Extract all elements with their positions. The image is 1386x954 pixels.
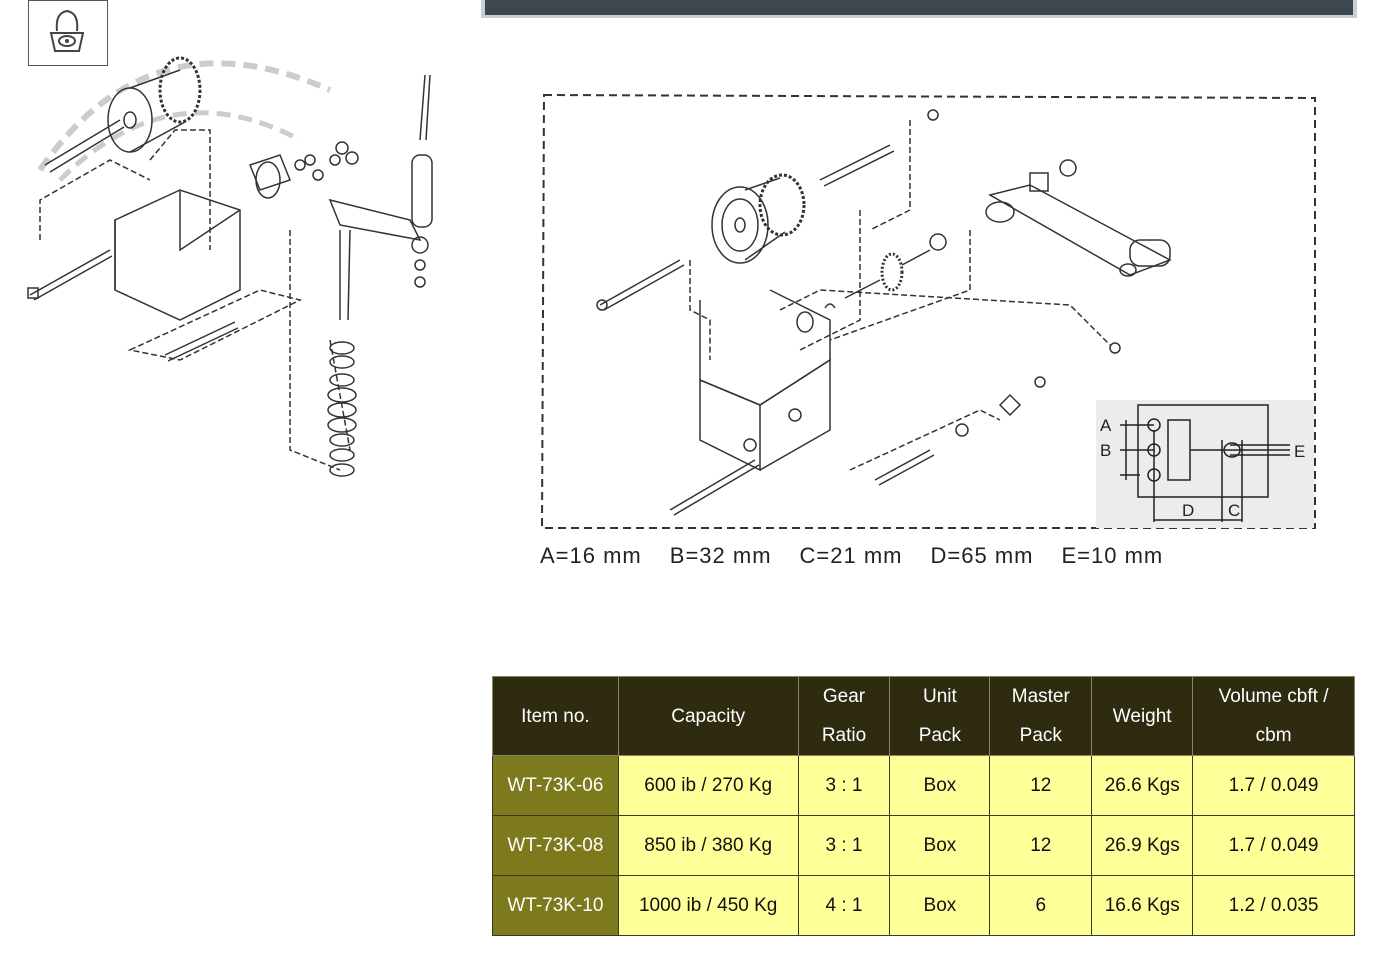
header-weight: Weight <box>1091 676 1194 756</box>
cell-master: 6 <box>989 875 1093 936</box>
cell-volume: 1.2 / 0.035 <box>1192 875 1355 936</box>
cell-weight: 26.9 Kgs <box>1091 815 1194 876</box>
dimension-legend: A=16 mm B=32 mm C=21 mm D=65 mm E=10 mm <box>540 543 1320 569</box>
exploded-winch-drawing-left <box>27 56 433 477</box>
dimension-d: D=65 mm <box>930 543 1034 568</box>
inset-label-e: E <box>1294 442 1305 461</box>
dimension-b: B=32 mm <box>669 543 772 568</box>
cell-capacity: 1000 ib / 450 Kg <box>617 875 799 936</box>
header-capacity: Capacity <box>617 676 799 756</box>
top-banner-bar <box>481 0 1357 18</box>
cell-unit: Box <box>889 755 991 816</box>
cell-weight: 16.6 Kgs <box>1091 875 1194 936</box>
inset-label-a: A <box>1100 416 1112 435</box>
header-volume: Volume cbft /cbm <box>1192 676 1355 756</box>
exploded-winch-diagram: A B C D E <box>540 93 1316 529</box>
inset-label-d: D <box>1182 501 1194 520</box>
cell-master: 12 <box>989 755 1093 816</box>
cell-item: WT-73K-10 <box>492 875 619 936</box>
cell-unit: Box <box>889 875 991 936</box>
table-row: WT-73K-06 600 ib / 270 Kg 3 : 1 Box 12 2… <box>492 755 1355 816</box>
cell-weight: 26.6 Kgs <box>1091 755 1194 816</box>
cell-unit: Box <box>889 815 991 876</box>
cell-master: 12 <box>989 815 1093 876</box>
cell-gear: 4 : 1 <box>797 875 891 936</box>
header-item: Item no. <box>492 676 619 756</box>
cell-item: WT-73K-08 <box>492 815 619 876</box>
inset-label-b: B <box>1100 441 1111 460</box>
inset-label-c: C <box>1228 501 1240 520</box>
dimension-a: A=16 mm <box>540 543 642 568</box>
dimension-c: C=21 mm <box>799 543 903 568</box>
cell-capacity: 850 ib / 380 Kg <box>617 815 799 876</box>
cell-capacity: 600 ib / 270 Kg <box>617 755 799 816</box>
cell-volume: 1.7 / 0.049 <box>1192 815 1355 876</box>
table-row: WT-73K-08 850 ib / 380 Kg 3 : 1 Box 12 2… <box>492 815 1355 876</box>
winch-hook-icon <box>28 0 108 66</box>
dimension-e: E=10 mm <box>1061 543 1164 568</box>
cell-item: WT-73K-06 <box>492 755 619 816</box>
cell-volume: 1.7 / 0.049 <box>1192 755 1355 816</box>
cell-gear: 3 : 1 <box>797 755 891 816</box>
table-row: WT-73K-10 1000 ib / 450 Kg 4 : 1 Box 6 1… <box>492 875 1355 936</box>
cell-gear: 3 : 1 <box>797 815 891 876</box>
